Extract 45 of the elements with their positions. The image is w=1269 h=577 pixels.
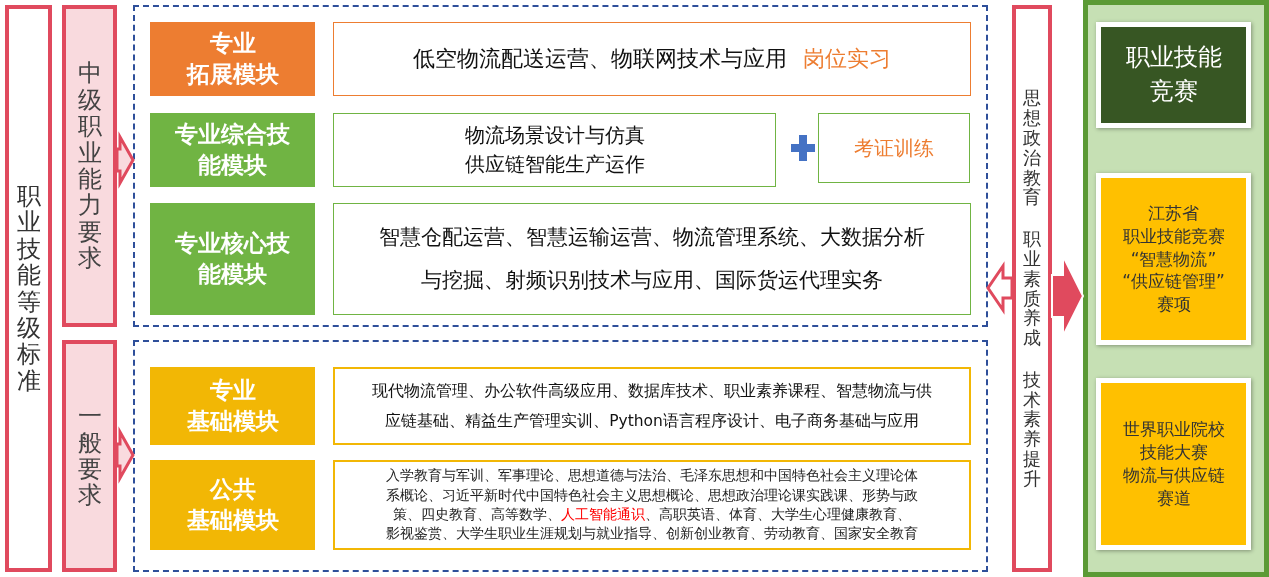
module-box [150,367,315,445]
group-frame [133,5,988,327]
course-box [333,113,776,187]
course-list: 现代物流管理、办公软件高级应用、数据库技术、职业素养课程、智慧物流与供应链基础、精益生产管理实训、Python语言程序设计、电子商务基础与应用 [362,375,942,437]
block-arrow [986,261,1014,315]
vertical-label: 职业技能等级标准 [16,182,41,395]
certificate-box [818,113,970,183]
requirement-box [62,5,117,327]
course-list: 江苏省职业技能竞赛“智慧物流”“供应链管理”赛项 [1118,201,1229,317]
group-frame [133,340,988,572]
module-title: 专业基础模块 [185,375,280,436]
competition-box [1096,173,1251,345]
competition-box [1096,378,1251,550]
module-box [150,113,315,187]
vertical-label: 一般要求 [77,403,102,509]
requirement-box [62,340,117,572]
course-list: 入学教育与军训、军事理论、思想道德与法治、毛泽东思想和中国特色社会主义理论体系概论、习近平新时代中国特色社会主义思想概论、思想政治理论课实践课、形势与政策、四史教育、高等数学、人工智能通识、高职英语、体育、大学生心理健康教育、影视鉴赏、大学生职业生涯规划与就业指导、创新创业教育、劳动教育、国家安全教育 [380,466,924,544]
competition-title-box [1096,22,1251,128]
course-box [333,22,971,96]
module-box [150,22,315,96]
course-list: 物流场景设计与仿真供应链智能生产运作 [450,121,659,179]
vertical-label: 技术素养提升 [1023,369,1041,489]
module-box [150,203,315,315]
course-list: 低空物流配送运营、物联网技术与应用 [413,44,787,74]
vertical-label-box [5,5,52,572]
course-list: 智慧仓配运营、智慧运输运营、物流管理系统、大数据分析与挖掘、射频识别技术与应用、国际货运代理实务 [369,215,935,303]
certificate-label: 考证训练 [854,134,934,162]
vertical-label: 中级职业能力要求 [77,60,102,272]
course-box [333,203,971,315]
course-box [333,460,971,550]
course-box [333,367,971,445]
course-list: 世界职业院校技能大赛物流与供应链赛道 [1118,418,1229,510]
vertical-label-box [1012,5,1052,572]
module-box [150,460,315,550]
module-title: 专业综合技能模块 [174,119,291,180]
vertical-label: 职业素质养成 [1023,229,1041,348]
block-arrow [115,131,135,189]
competition-panel [1083,0,1269,577]
module-title: 公共基础模块 [185,474,280,535]
internship-label: 岗位实习 [803,45,891,73]
module-title: 专业核心技能模块 [174,228,291,289]
module-title: 专业拓展模块 [185,28,280,89]
vertical-label: 思想政治教育 [1023,88,1041,208]
block-arrow [115,426,135,484]
course-list: 职业技能竞赛 [1115,41,1232,109]
